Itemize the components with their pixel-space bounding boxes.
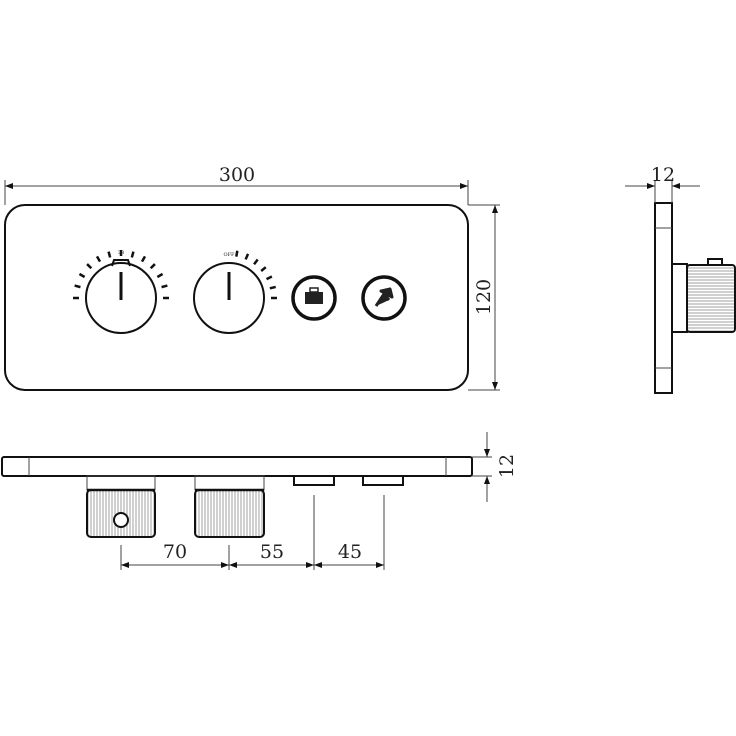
dial-tick — [244, 253, 250, 260]
bottom-depth-dimension: 12 — [472, 432, 518, 502]
side-knob — [686, 264, 736, 333]
shower-head-icon — [374, 287, 394, 307]
dial-tick — [95, 255, 102, 263]
side-plate — [654, 202, 673, 394]
bottom-depth-label: 12 — [496, 454, 518, 478]
dial-tick — [260, 266, 267, 272]
dial-tick — [265, 275, 273, 281]
height-dimension: 120 — [468, 204, 500, 391]
dial-tick — [78, 272, 86, 279]
faceplate — [4, 204, 469, 391]
temperature-dial-label: 38 — [118, 250, 124, 256]
dial-tick — [86, 263, 93, 270]
dial-tick — [156, 272, 164, 279]
side-depth-label: 12 — [651, 164, 675, 186]
side-view: 12 — [625, 164, 736, 394]
dial-tick — [149, 263, 156, 270]
bottom-view: 12 70 55 45 — [1, 432, 518, 570]
bottom-knob-2 — [194, 489, 265, 538]
bottom-button-1 — [293, 475, 335, 486]
dial-tick — [235, 250, 239, 257]
dial-tick — [130, 251, 135, 258]
width-dimension: 300 — [4, 164, 469, 205]
spacing-45-label: 45 — [338, 541, 362, 563]
bottom-button-2 — [362, 475, 404, 486]
spacing-70-label: 70 — [163, 541, 187, 563]
dial-tick — [269, 285, 276, 290]
dial-tick — [161, 284, 168, 289]
dial-tick — [253, 258, 259, 266]
height-label: 120 — [473, 279, 495, 315]
dial-tick — [107, 251, 112, 258]
shower-button[interactable] — [361, 275, 407, 321]
width-label: 300 — [219, 164, 255, 186]
dial-tick — [140, 255, 147, 263]
front-view: 300 120 38 OFF — [4, 164, 500, 391]
bottom-plate — [1, 456, 473, 477]
thermostat-knob[interactable]: 38 — [73, 250, 169, 334]
spacing-dimensions: 70 55 45 — [120, 495, 385, 570]
bath-outlet-button[interactable] — [291, 275, 337, 321]
side-depth-dimension: 12 — [625, 164, 700, 203]
dial-tick — [74, 284, 81, 289]
flow-dial-label: OFF — [223, 252, 235, 258]
bath-outlet-icon — [305, 287, 323, 304]
spacing-55-label: 55 — [260, 541, 284, 563]
flow-knob[interactable]: OFF — [193, 250, 277, 334]
